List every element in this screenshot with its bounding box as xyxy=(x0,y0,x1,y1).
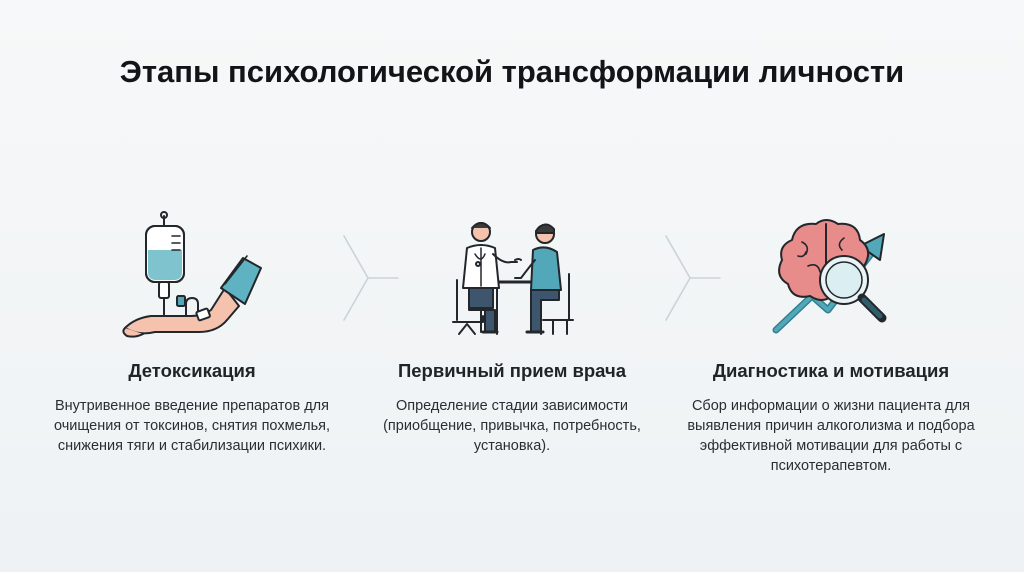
chevron-right-icon xyxy=(343,235,399,321)
brain-magnifier-growth-icon xyxy=(772,219,887,334)
stage-description-first-appointment: Определение стадии зависимости (приобщен… xyxy=(383,398,641,454)
doctor-consultation-icon xyxy=(452,222,574,335)
stage-title-diagnostics-motivation: Диагностика и мотивация xyxy=(712,360,950,381)
chevron-right-icon xyxy=(665,235,721,321)
page-title: Этапы психологической трансформации личн… xyxy=(119,54,905,89)
stage-detox: Детоксикация Внутривенное введение препа… xyxy=(42,210,342,456)
stage-first-appointment: Первичный прием врача Определение стадии… xyxy=(362,210,662,456)
stage-description-diagnostics-motivation: Сбор информации о жизни пациента для выя… xyxy=(687,398,975,474)
stage-description-detox: Внутривенное введение препаратов для очи… xyxy=(53,398,331,454)
stage-diagnostics-motivation: Диагностика и мотивация Сбор информации … xyxy=(681,210,981,476)
iv-drip-icon xyxy=(122,211,262,338)
stage-title-detox: Детоксикация xyxy=(128,360,256,381)
stage-title-first-appointment: Первичный прием врача xyxy=(397,360,627,381)
